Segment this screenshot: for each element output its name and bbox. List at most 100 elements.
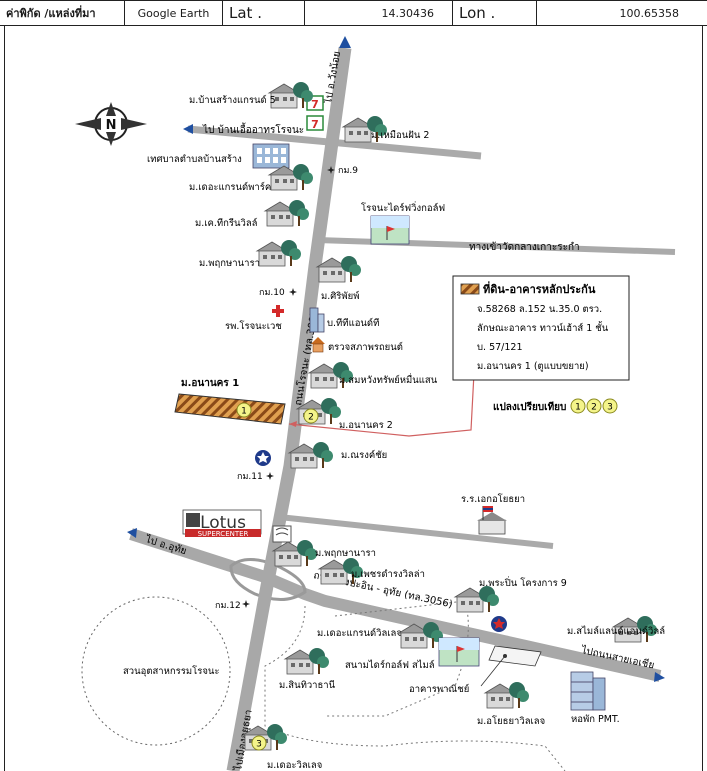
place-the-village-bottom: ม.เดอะวิลเลจ: [267, 760, 322, 771]
place-the-grand-park: ม.เดอะแกรนด์พาร์ค: [189, 181, 271, 193]
subject-land-plot: [174, 393, 286, 425]
legend-line1: จ.58268 ล.152 น.35.0 ตรว.: [477, 304, 602, 315]
place-somwang: ม.สมหวังทรัพย์หมื่นแสน: [339, 373, 438, 386]
comparison-label: แปลงเปรียบเทียบ: [493, 401, 566, 413]
legend-line3: บ. 57/121: [477, 342, 523, 353]
place-grand-village: ม.เดอะแกรนด์วิลเลจ: [317, 627, 402, 639]
compass-icon: N: [75, 102, 147, 146]
km10-label: กม.10: [259, 288, 285, 298]
place-municipality: เทศบาลตำบลบ้านสร้าง: [147, 154, 242, 165]
arrow-north-icon: [339, 36, 351, 48]
place-golf-rojana: โรจนะไดร์ฟวิ่งกอล์ฟ: [361, 201, 445, 214]
km10-marker-icon: [289, 288, 297, 296]
km9-label: กม.9: [338, 166, 358, 176]
lon-label: Lon .: [453, 1, 537, 25]
comparison-marker-2: 2: [303, 408, 319, 424]
lane-lotus-road: [278, 514, 554, 549]
arrow-west-road-icon: [127, 528, 137, 538]
golf-icon: [370, 215, 410, 245]
place-anankhon-2: ม.อนานคร 2: [339, 420, 393, 431]
legend-hatch-swatch: [460, 283, 480, 295]
legend-line2: ลักษณะอาคาร ทาวน์เฮ้าส์ 1 ชั้น: [477, 321, 609, 334]
village-boundary: [264, 605, 566, 771]
place-baan-sang-grand: ม.บ้านสร้างแกรนด์ 5: [189, 94, 276, 106]
lat-value: 14.30436: [305, 1, 453, 25]
lane-top-label: ไป บ้านเอื้ออาทรโรจนะ: [202, 122, 304, 136]
place-narongchai: ม.ณรงค์ชัย: [341, 449, 387, 461]
place-muean-fan: ม.เหมือนฝัน 2: [371, 130, 429, 141]
hospital-cross-icon: [271, 304, 285, 318]
house-icon: [284, 647, 330, 675]
industrial-park-area: [81, 596, 231, 746]
arrow-east-road-icon: [654, 672, 665, 682]
school-icon: [477, 506, 507, 535]
lon-value: 100.65358: [619, 6, 680, 20]
place-kt-green-ville: ม.เค.ทีกรีนวิลล์: [195, 217, 258, 229]
gas-station-icon: [255, 450, 271, 466]
coord-label: ค่าพิกัด /แหล่งที่มา: [0, 1, 125, 25]
collateral-legend: ที่ดิน-อาคารหลักประกัน จ.58268 ล.152 น.3…: [452, 275, 630, 381]
svg-text:1: 1: [575, 403, 581, 413]
inspection-house-icon: [311, 337, 325, 353]
commercial-building-icon: [480, 645, 542, 687]
place-pruksa-top: ม.พฤกษานารา: [199, 258, 260, 269]
svg-text:2: 2: [308, 413, 314, 423]
place-industrial-park: สวนอุตสาหกรรมโรจนะ: [123, 665, 219, 677]
bank-logo-icon: [272, 525, 292, 543]
place-pruksa-bottom: ม.พฤกษานารา: [315, 548, 376, 559]
coord-source: Google Earth: [125, 1, 223, 25]
legend-title: ที่ดิน-อาคารหลักประกัน: [483, 281, 596, 296]
interchange-loop: [229, 558, 307, 601]
legend-line4: ม.อนานคร 1 (ตูแบบขยาย): [477, 361, 589, 372]
location-map: N ไป อ.วังน้อย ถนนโรจนะ (ทล.309) ไป อ.อุ…: [4, 26, 703, 771]
svg-text:7: 7: [311, 118, 319, 131]
place-siri-phai: ม.ศิริพัยพ์: [321, 290, 360, 302]
place-ayutthaya-village: ม.อโยธยาวิลเลจ: [477, 715, 545, 727]
place-praphin: ม.พระปิ่น โครงการ 9: [479, 576, 567, 589]
place-anankhon-1-label: ม.อนานคร 1: [181, 378, 239, 389]
house-icon: [316, 255, 362, 283]
svg-text:3: 3: [607, 403, 613, 413]
svg-text:1: 1: [241, 407, 247, 417]
km12-marker-icon: [242, 600, 250, 608]
house-icon: [256, 239, 302, 267]
place-school: ร.ร.เอกอโยธยา: [461, 493, 525, 505]
golf-smile-icon: [438, 637, 480, 667]
connector-arrow-icon: [289, 421, 297, 427]
svg-text:3: 3: [256, 740, 262, 750]
svg-text:SUPERCENTER: SUPERCENTER: [198, 530, 249, 538]
comparison-marker-1: 1: [236, 402, 252, 418]
dorm-building-icon: [570, 671, 606, 711]
place-sin-thani: ม.สินทิวาธานี: [279, 679, 336, 691]
comparison-marker-3: 3: [251, 735, 267, 751]
house-icon: [454, 585, 500, 613]
comparison-key: 1 2 3: [570, 398, 618, 414]
house-icon: [484, 681, 530, 709]
km12-label: กม.12: [215, 601, 241, 611]
arrow-west-lane-icon: [183, 124, 193, 134]
west-road-label: ไป อ.อุทัย: [143, 533, 188, 557]
house-icon: [264, 199, 310, 227]
legend-connector-line: [288, 353, 476, 437]
svg-text:Lotus: Lotus: [200, 513, 246, 533]
factory-icon: [309, 307, 325, 333]
lane-temple-label: ทางเข้าวัดกลางเกาะระกำ: [469, 241, 580, 253]
coordinate-header: ค่าพิกัด /แหล่งที่มา Google Earth Lat . …: [0, 0, 707, 26]
map-canvas: N ไป อ.วังน้อย ถนนโรจนะ (ทล.309) ไป อ.อุ…: [75, 36, 676, 771]
km11-label: กม.11: [237, 472, 263, 482]
lotus-logo: Lotus SUPERCENTER: [182, 509, 262, 538]
svg-text:2: 2: [591, 403, 597, 413]
place-pmt-dorm: หอพัก PMT.: [571, 714, 620, 725]
place-km10-hospital: รพ.โรจนะเวช: [225, 320, 282, 332]
svg-text:7: 7: [311, 98, 319, 111]
compass-letter: N: [106, 118, 117, 133]
place-smile-land: ม.สไมล์แลนด์แอนด์วิลล์: [567, 625, 665, 637]
lat-label: Lat .: [223, 1, 305, 25]
place-golf-smile: สนามไดร์กอล์ฟ สไมล์: [345, 659, 435, 671]
place-vehicle-inspect: ตรวจสภาพรถยนต์: [328, 341, 403, 353]
gas-station-red-icon: [491, 616, 507, 632]
km11-marker-icon: [266, 472, 274, 480]
place-tt-and-t: บ.ทีทีแอนด์ที: [327, 317, 379, 329]
place-commercial: อาคารพาณิชย์: [409, 683, 469, 695]
place-phetcharat: ม.เพชรดำรงวิลล่า: [351, 569, 425, 580]
